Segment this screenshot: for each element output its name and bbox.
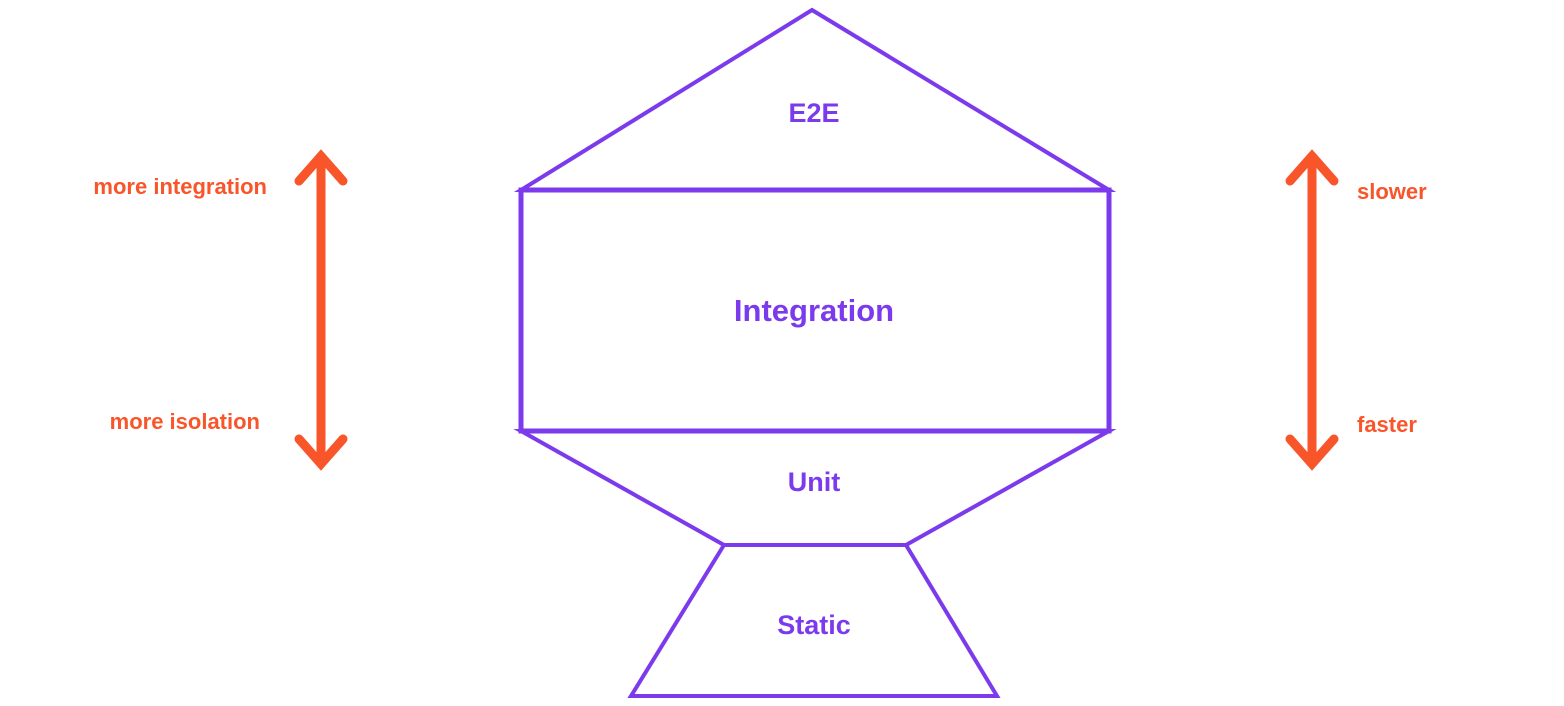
left-axis-arrowhead-up [294, 149, 348, 186]
axis-label-more-integration: more integration [93, 174, 267, 199]
layer-shape-static[interactable] [627, 543, 1001, 698]
axis-label-faster: faster [1357, 412, 1417, 437]
axis-label-slower: slower [1357, 179, 1427, 204]
axis-label-more-isolation: more isolation [109, 409, 260, 434]
layer-label-e2e: E2E [788, 98, 839, 128]
layer-label-unit: Unit [788, 467, 840, 497]
static-trapezoid-outline [627, 543, 1001, 698]
layer-label-static: Static [777, 610, 851, 640]
right-axis-arrowhead-down [1285, 434, 1339, 471]
right-axis-arrowhead-up [1285, 149, 1339, 186]
right-axis-arrow [1285, 149, 1339, 471]
left-axis-arrowhead-down [294, 434, 348, 471]
layer-label-integration: Integration [734, 293, 894, 328]
left-axis-arrow [294, 149, 348, 471]
